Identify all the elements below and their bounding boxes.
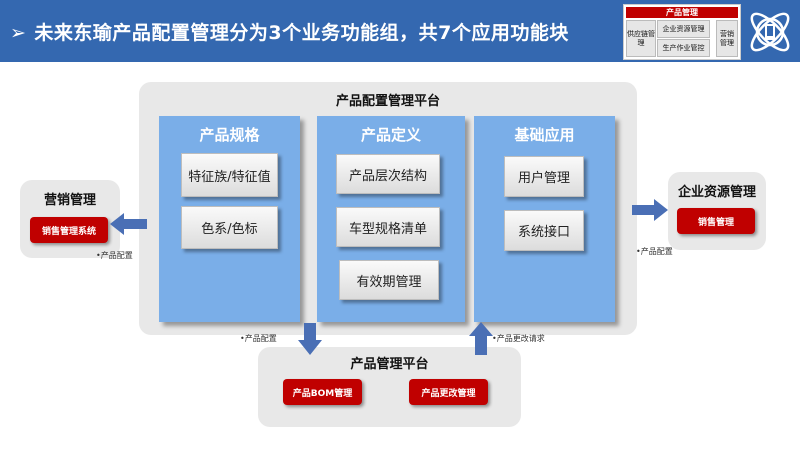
column-title: 产品定义 bbox=[360, 126, 421, 144]
mini-cell-erp: 企业资源管理 bbox=[657, 20, 710, 38]
product-change-button[interactable]: 产品更改管理 bbox=[409, 379, 488, 405]
box-system-interface[interactable]: 系统接口 bbox=[504, 210, 584, 251]
column-base-application: 基础应用 用户管理 系统接口 bbox=[474, 116, 615, 322]
header-bar: ➢ 未来东瑜产品配置管理分为3个业务功能组，共7个应用功能块 产品管理 供应链管理… bbox=[0, 0, 800, 62]
arrow-left-to-marketing bbox=[110, 213, 147, 235]
product-mgmt-title: 产品管理平台 bbox=[350, 357, 429, 372]
page-title-text: 未来东瑜产品配置管理分为3个业务功能组，共7个应用功能块 bbox=[34, 22, 569, 44]
column-product-spec: 产品规格 特征族/特征值 色系/色标 bbox=[159, 116, 300, 322]
box-color-series[interactable]: 色系/色标 bbox=[181, 206, 278, 249]
erp-note: •产品配置 bbox=[636, 247, 673, 256]
page-title: ➢ 未来东瑜产品配置管理分为3个业务功能组，共7个应用功能块 bbox=[10, 18, 569, 45]
box-validity-management[interactable]: 有效期管理 bbox=[339, 260, 439, 300]
product-change-request-note: •产品更改请求 bbox=[492, 334, 545, 343]
product-bom-button[interactable]: 产品BOM管理 bbox=[283, 379, 362, 405]
marketing-note: •产品配置 bbox=[96, 251, 133, 260]
box-user-management[interactable]: 用户管理 bbox=[504, 156, 584, 197]
column-title: 基础应用 bbox=[514, 126, 575, 144]
atom-phone-icon bbox=[750, 12, 790, 52]
box-feature-family[interactable]: 特征族/特征值 bbox=[181, 153, 278, 197]
marketing-title: 营销管理 bbox=[43, 193, 96, 208]
box-vehicle-spec-list[interactable]: 车型规格清单 bbox=[336, 207, 440, 247]
arrow-up-to-base-app bbox=[469, 322, 493, 355]
bullet-arrow-icon: ➢ bbox=[10, 22, 27, 44]
box-product-hierarchy[interactable]: 产品层次结构 bbox=[336, 154, 440, 194]
platform-title: 产品配置管理平台 bbox=[335, 94, 440, 109]
mini-diagram: 产品管理 供应链管理 企业资源管理 生产作业管控 营销管理 bbox=[623, 4, 741, 60]
mini-cell-marketing: 营销管理 bbox=[716, 20, 738, 57]
sales-system-button[interactable]: 销售管理系统 bbox=[30, 217, 108, 243]
arrow-down-to-product-mgmt bbox=[298, 323, 322, 355]
mini-cell-supply-chain: 供应链管理 bbox=[626, 20, 656, 57]
arrow-right-to-erp bbox=[632, 199, 668, 221]
product-config-note: •产品配置 bbox=[240, 334, 277, 343]
erp-title: 企业资源管理 bbox=[677, 185, 756, 200]
mini-diagram-head: 产品管理 bbox=[626, 7, 738, 18]
column-title: 产品规格 bbox=[199, 126, 260, 144]
column-product-definition: 产品定义 产品层次结构 车型规格清单 有效期管理 bbox=[317, 116, 465, 322]
sales-management-button[interactable]: 销售管理 bbox=[677, 208, 755, 234]
mini-cell-production: 生产作业管控 bbox=[657, 39, 710, 57]
